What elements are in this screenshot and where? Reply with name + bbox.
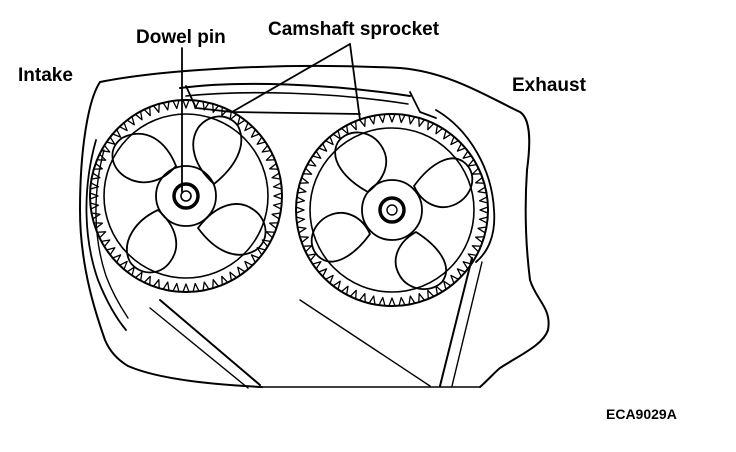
intake-sprocket-teeth xyxy=(89,99,283,293)
timing-belt-top xyxy=(179,82,411,97)
exhaust-spoke-window xyxy=(334,131,388,193)
timing-belt-top-inner xyxy=(185,91,409,105)
figure-code: ECA9029A xyxy=(606,406,677,422)
exhaust-label: Exhaust xyxy=(512,75,586,96)
exhaust-spoke-window xyxy=(413,157,474,208)
exhaust-sprocket-tooth-ring xyxy=(295,113,489,307)
tensioner-bracket xyxy=(185,85,361,115)
intake-spoke-window xyxy=(126,209,178,274)
timing-belt-lower-right xyxy=(439,257,473,387)
tensioner-bracket-2 xyxy=(409,91,437,119)
intake-sprocket-inner-rim xyxy=(103,113,269,279)
camshaft-sprocket-leader-right xyxy=(349,43,361,121)
exhaust-sprocket-rim xyxy=(295,113,489,307)
exhaust-sprocket-inner-rim xyxy=(309,127,475,293)
intake-sprocket-tooth-ring xyxy=(89,99,283,293)
intake-dowel-pin xyxy=(180,190,192,202)
intake-label: Intake xyxy=(18,65,73,86)
intake-spoke-window xyxy=(192,115,243,185)
camshaft-sprocket-leader-left xyxy=(231,43,351,113)
exhaust-sprocket-teeth xyxy=(295,113,489,307)
dowel-pin-label: Dowel pin xyxy=(136,27,226,48)
intake-spoke-window xyxy=(197,203,267,256)
timing-belt-right xyxy=(435,109,496,263)
exhaust-spoke-window xyxy=(310,212,371,263)
camshaft-sprocket-label: Camshaft sprocket xyxy=(268,19,440,40)
intake-bolt xyxy=(172,182,200,210)
timing-belt-lower-center xyxy=(299,299,431,387)
exhaust-hub xyxy=(361,179,423,241)
timing-belt-left-inner xyxy=(95,149,129,319)
intake-camshaft-sprocket xyxy=(89,99,283,293)
exhaust-camshaft-sprocket xyxy=(295,113,489,307)
exhaust-spoke-window xyxy=(394,231,447,290)
intake-sprocket-rim xyxy=(89,99,283,293)
intake-hub xyxy=(155,165,217,227)
timing-belt-lower-right-2 xyxy=(451,261,483,387)
timing-belt-lower-left-2 xyxy=(149,307,249,389)
engine-cover-outline xyxy=(79,64,550,388)
timing-belt-left xyxy=(85,139,127,331)
timing-belt-lower-left xyxy=(159,299,261,386)
exhaust-bolt-center xyxy=(386,204,398,216)
exhaust-bolt xyxy=(378,196,406,224)
intake-spoke-window xyxy=(111,132,177,184)
